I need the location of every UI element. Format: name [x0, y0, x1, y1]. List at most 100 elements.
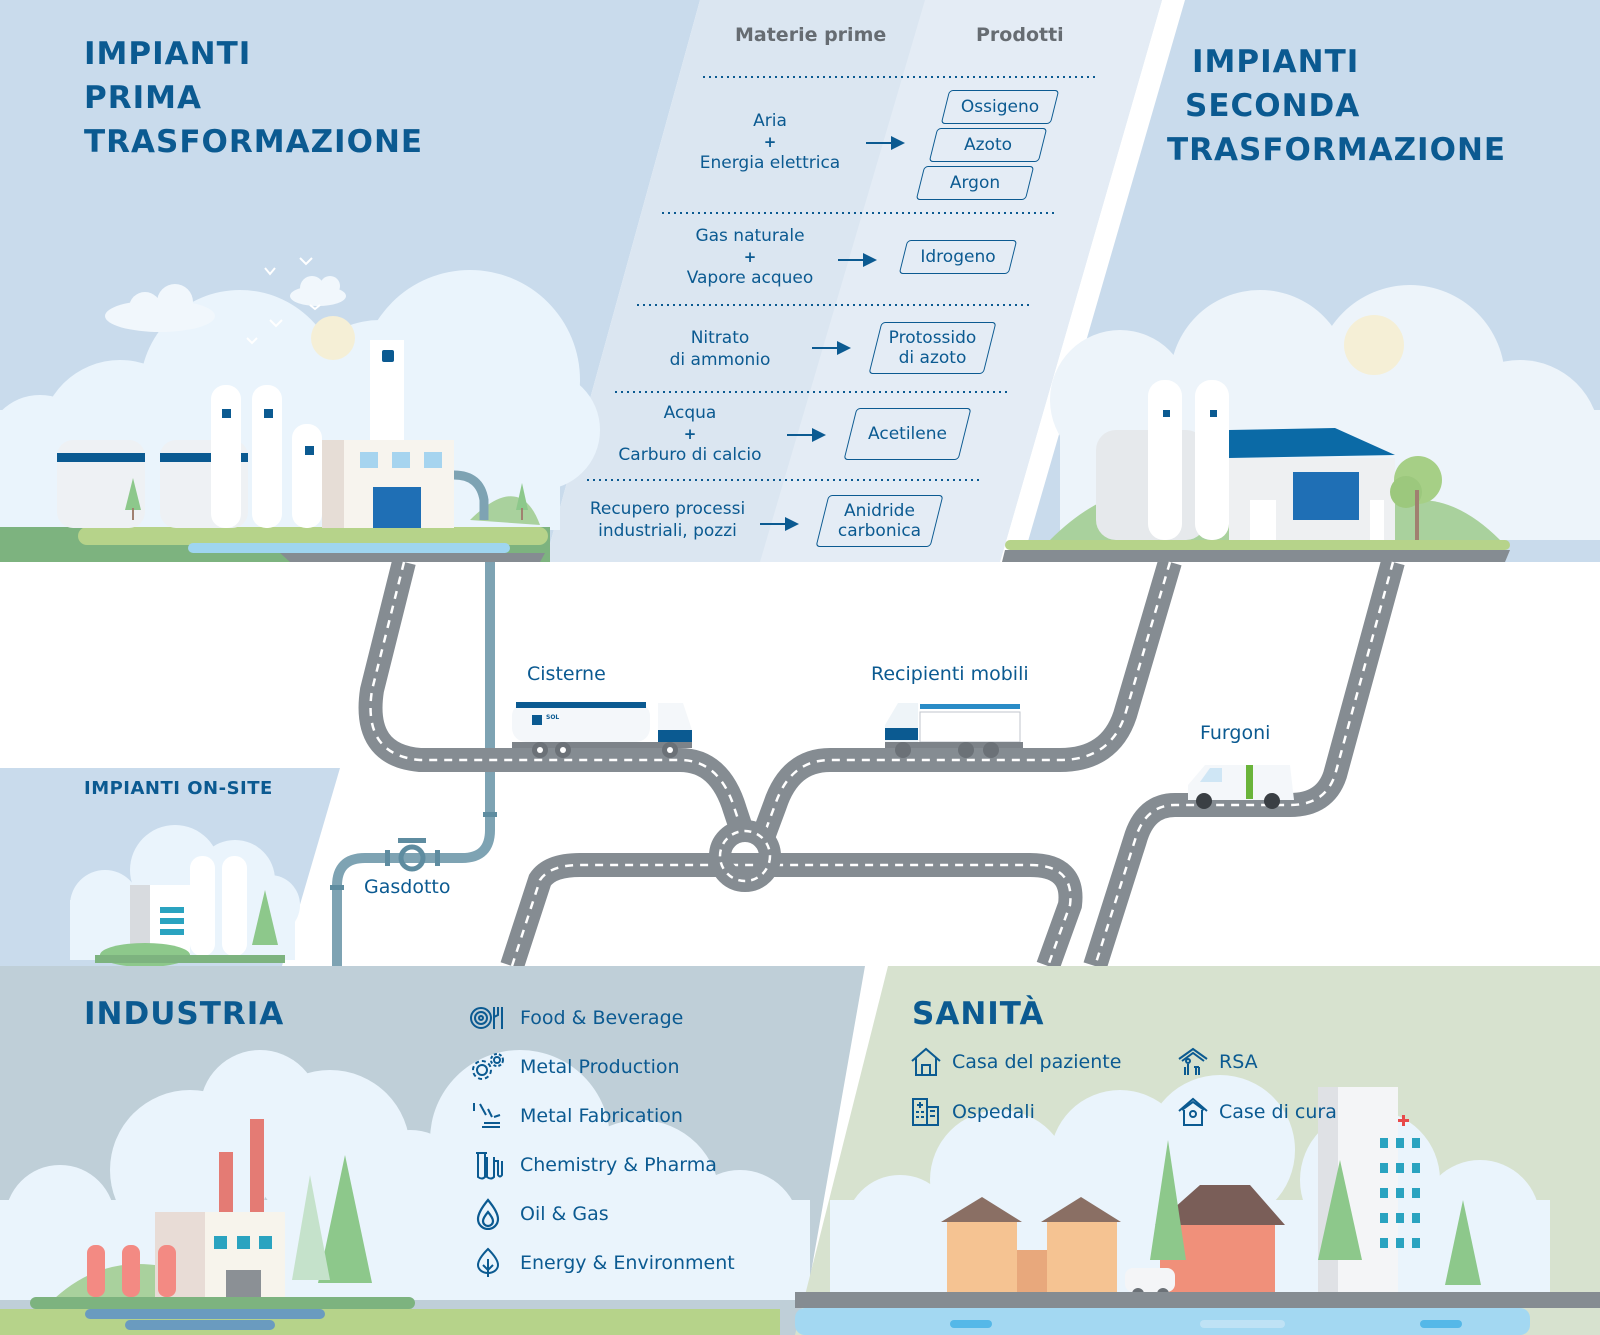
- primary-plants-title-line: TRASFORMAZIONE: [84, 124, 424, 160]
- secondary-plants-title-line: IMPIANTI: [1192, 44, 1360, 80]
- product-box: Acetilene: [850, 408, 965, 460]
- onsite-plants-title: IMPIANTI ON-SITE: [84, 778, 273, 799]
- health-item: Case di cura: [1177, 1097, 1337, 1127]
- tanker-brand-logo: SOL: [546, 714, 560, 721]
- product-label: Acetilene: [868, 424, 947, 444]
- industry-item-label: Food & Beverage: [520, 1007, 684, 1029]
- arrow-right-icon: [812, 341, 851, 355]
- pipeline-label: Gasdotto: [364, 876, 451, 898]
- industry-item-label: Metal Fabrication: [520, 1105, 683, 1127]
- input-text: industriali, pozzi: [598, 521, 737, 541]
- industry-factory-illustration: [0, 1119, 780, 1335]
- industry-item: Metal Production: [470, 1052, 680, 1082]
- product-label: Argon: [949, 173, 1001, 193]
- van: [1188, 765, 1294, 809]
- industry-item-label: Oil & Gas: [520, 1203, 609, 1225]
- table-row-inputs: Nitrato di ammonio: [640, 327, 800, 371]
- industry-title: INDUSTRIA: [84, 996, 285, 1032]
- health-item-label: RSA: [1219, 1051, 1258, 1073]
- input-text: Nitrato: [690, 328, 750, 348]
- product-box: Idrogeno: [903, 240, 1013, 274]
- onsite-plant-illustration: [95, 856, 285, 967]
- tankers-label: Cisterne: [527, 663, 606, 685]
- arrow-right-icon: [866, 136, 905, 150]
- product-label: Azoto: [963, 135, 1013, 155]
- health-item: Casa del paziente: [910, 1047, 1121, 1077]
- industry-item-label: Metal Production: [520, 1056, 680, 1078]
- product-label: Anidride carbonica: [837, 501, 922, 541]
- flame-icon: [470, 1198, 506, 1230]
- plus-sign: +: [743, 248, 757, 266]
- secondary-plant-illustration: [1096, 380, 1442, 540]
- test-tubes-icon: [470, 1150, 506, 1180]
- input-text: di ammonio: [669, 350, 771, 370]
- arrow-right-icon: [760, 517, 799, 531]
- pipeline-valve: [330, 812, 497, 890]
- primary-plants-title: IMPIANTI PRIMA TRASFORMAZIONE: [84, 32, 423, 164]
- secondary-plants-title-line: TRASFORMAZIONE: [1167, 132, 1507, 168]
- secondary-plants-title: IMPIANTI SECONDA TRASFORMAZIONE: [1167, 40, 1506, 172]
- product-label: Ossigeno: [960, 97, 1040, 117]
- primary-plant-illustration: [57, 340, 528, 528]
- vans-label: Furgoni: [1200, 722, 1271, 744]
- product-box: Ossigeno: [945, 90, 1055, 124]
- product-box: Azoto: [933, 128, 1043, 162]
- product-box: Argon: [920, 166, 1030, 200]
- table-row-inputs: Aria + Energia elettrica: [680, 110, 860, 174]
- health-item: RSA: [1177, 1047, 1258, 1077]
- pipeline: [332, 562, 495, 966]
- input-text: Recupero processi: [589, 499, 746, 519]
- sun-right: [1344, 315, 1404, 375]
- product-label: Idrogeno: [920, 247, 996, 267]
- plus-sign: +: [763, 133, 777, 151]
- health-town-illustration: [941, 1087, 1481, 1300]
- small-clouds-left: [105, 276, 346, 332]
- health-item-label: Case di cura: [1219, 1101, 1337, 1123]
- products-header: Prodotti: [976, 24, 1064, 46]
- arrow-right-icon: [838, 253, 877, 267]
- sun-left: [311, 316, 355, 360]
- industry-item: Energy & Environment: [470, 1247, 735, 1278]
- plus-sign: +: [683, 425, 697, 443]
- elderly-care-icon: [1177, 1047, 1209, 1077]
- industry-item: Food & Beverage: [470, 1003, 683, 1033]
- arrow-right-icon: [787, 428, 826, 442]
- hospital-icon: [910, 1097, 942, 1127]
- care-home-icon: [1177, 1097, 1209, 1127]
- secondary-plants-title-line: SECONDA: [1185, 88, 1361, 124]
- industry-item: Oil & Gas: [470, 1198, 609, 1230]
- industry-item: Chemistry & Pharma: [470, 1150, 717, 1180]
- table-row-inputs: Acqua + Carburo di calcio: [600, 402, 780, 466]
- table-row-inputs: Recupero processi industriali, pozzi: [575, 498, 760, 542]
- product-box: Anidride carbonica: [822, 495, 937, 547]
- road-lane-markings: [369, 561, 1395, 967]
- health-item: Ospedali: [910, 1097, 1035, 1127]
- food-beverage-icon: [470, 1003, 506, 1033]
- table-row-inputs: Gas naturale + Vapore acqueo: [660, 225, 840, 289]
- cylinders-label: Recipienti mobili: [871, 663, 1029, 685]
- product-box: Protossido di azoto: [875, 322, 990, 374]
- industry-item: Metal Fabrication: [470, 1101, 683, 1131]
- input-text: Carburo di calcio: [618, 445, 762, 465]
- birds: [246, 257, 321, 345]
- health-item-label: Casa del paziente: [952, 1051, 1122, 1073]
- tanker-truck: [512, 702, 692, 758]
- raw-materials-header: Materie prime: [735, 24, 887, 46]
- input-text: Vapore acqueo: [686, 268, 814, 288]
- input-text: Aria: [753, 111, 787, 131]
- primary-plants-title-line: PRIMA: [84, 80, 202, 116]
- input-text: Gas naturale: [695, 226, 805, 246]
- industry-item-label: Energy & Environment: [520, 1252, 735, 1274]
- cylinder-truck: [885, 703, 1023, 758]
- home-icon: [910, 1047, 942, 1077]
- sparks-icon: [470, 1101, 506, 1131]
- leaf-tree-icon: [470, 1247, 506, 1278]
- industry-item-label: Chemistry & Pharma: [520, 1154, 717, 1176]
- clouds-left: [0, 270, 600, 530]
- health-item-label: Ospedali: [952, 1101, 1035, 1123]
- input-text: Energia elettrica: [699, 153, 841, 173]
- health-title: SANITÀ: [912, 996, 1045, 1032]
- gears-icon: [470, 1052, 506, 1082]
- input-text: Acqua: [663, 403, 717, 423]
